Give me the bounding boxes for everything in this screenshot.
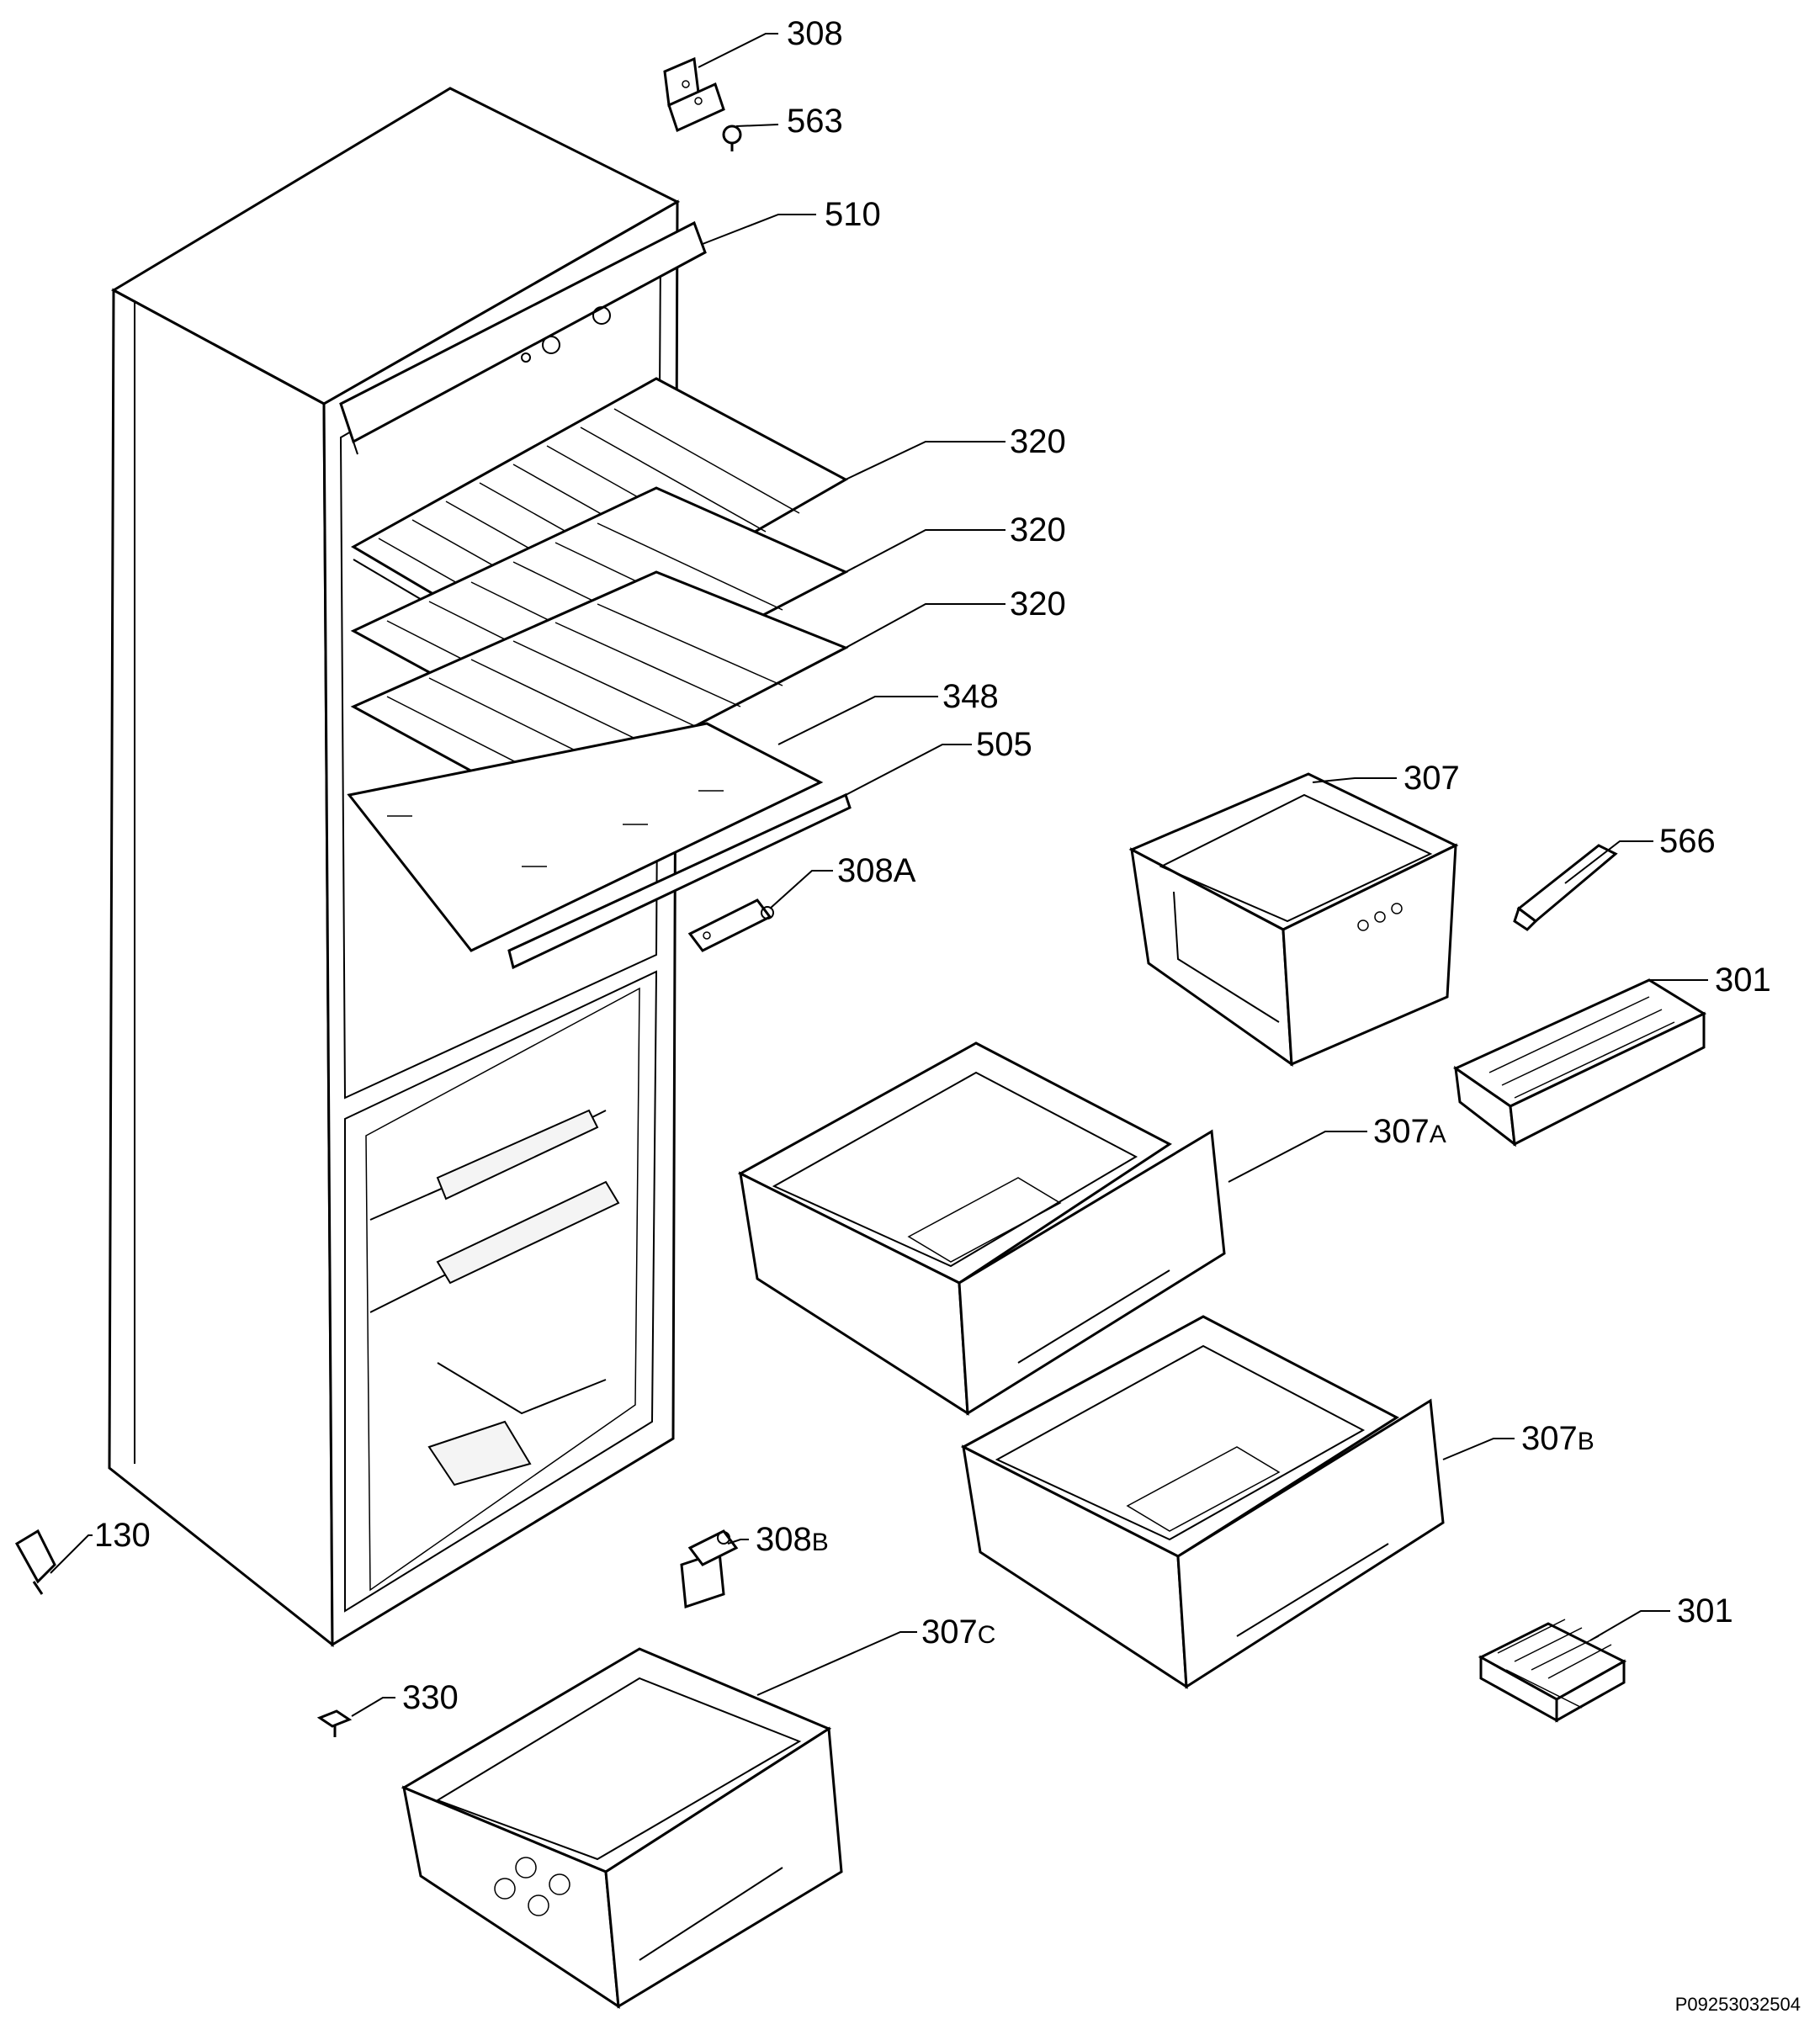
front-trim-505 <box>507 792 852 970</box>
dairy-box-307 <box>1128 772 1459 1068</box>
callout-330: 330 <box>402 1679 459 1716</box>
tray-301-upper <box>1452 978 1707 1147</box>
callout-566: 566 <box>1659 823 1716 860</box>
callout-301-lower: 301 <box>1677 1592 1733 1630</box>
screw-563 <box>722 125 742 151</box>
middle-hinge-308A <box>687 898 774 952</box>
leader-lines <box>50 33 1708 1717</box>
callout-307C: 307C <box>921 1614 995 1651</box>
crisper-drawer-307B <box>960 1315 1445 1689</box>
callout-labels: 308 563 510 320 320 320 348 505 308A 307… <box>94 15 1771 1716</box>
callout-308B: 308B <box>756 1521 829 1558</box>
callout-510: 510 <box>825 196 881 233</box>
ice-tray-301-lower <box>1478 1619 1627 1723</box>
callout-320-middle: 320 <box>1010 511 1066 548</box>
control-panel-510 <box>339 220 707 455</box>
callout-320-lower: 320 <box>1010 586 1066 623</box>
bottom-hinge-308B <box>680 1529 739 1609</box>
part-130 <box>14 1529 56 1595</box>
callout-308: 308 <box>787 15 843 52</box>
reference-code: P09253032504 <box>1675 1994 1801 2015</box>
callout-307: 307 <box>1403 760 1460 797</box>
clip-566 <box>1513 844 1618 931</box>
callout-505: 505 <box>976 726 1032 763</box>
top-hinge-308 <box>663 56 725 133</box>
foot-330 <box>316 1709 353 1737</box>
crisper-drawer-307A <box>737 1041 1226 1416</box>
drawer-307C <box>401 1647 843 2009</box>
callout-301-upper: 301 <box>1715 962 1771 999</box>
callout-563: 563 <box>787 103 843 140</box>
callout-308A: 308A <box>837 852 916 889</box>
callout-130: 130 <box>94 1517 151 1554</box>
callout-348: 348 <box>942 678 999 715</box>
callout-307B: 307B <box>1521 1420 1594 1457</box>
glass-plate-348 <box>347 722 824 952</box>
callout-320-top: 320 <box>1010 423 1066 460</box>
callout-307A: 307A <box>1373 1113 1446 1150</box>
